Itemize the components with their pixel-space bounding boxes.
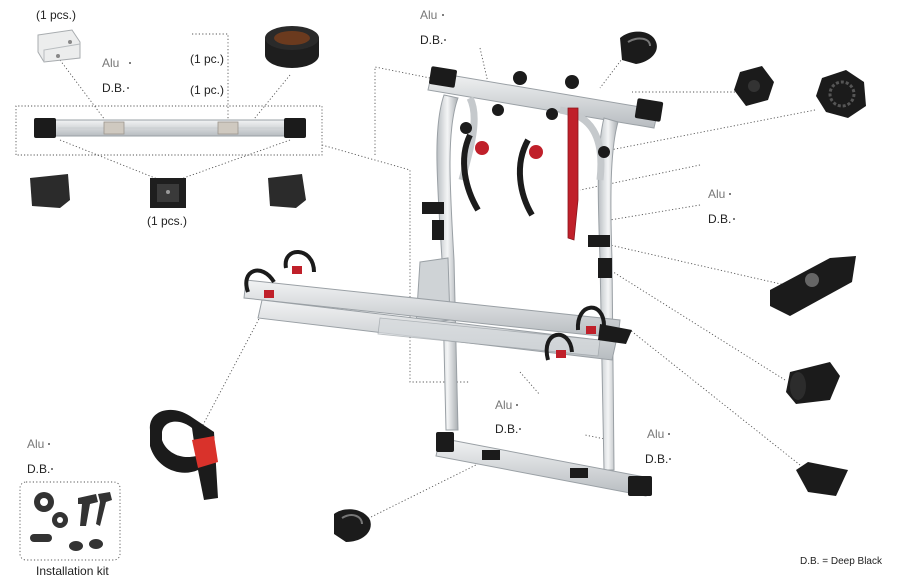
foot-cap-icon bbox=[796, 462, 848, 496]
end-plug-icon bbox=[786, 362, 840, 404]
mounting-plate-icon bbox=[150, 178, 186, 208]
end-cap-right-icon bbox=[268, 174, 306, 208]
mounting-bracket-icon bbox=[37, 29, 81, 63]
clamp-top-icon bbox=[620, 31, 657, 64]
wheel-strap-icon bbox=[149, 409, 218, 500]
label-alu-mid: Alu bbox=[495, 398, 512, 412]
knob-icon bbox=[734, 66, 774, 106]
legend-deep-black: D.B. = Deep Black bbox=[800, 556, 883, 567]
label-alu-top-center: Alu bbox=[420, 8, 437, 22]
label-alu-top-left: Alu bbox=[102, 56, 119, 70]
label-db-bottom-right: D.B. bbox=[645, 452, 668, 466]
label-alu-right: Alu bbox=[708, 187, 725, 201]
label-installation-kit: Installation kit bbox=[36, 564, 109, 577]
label-dots bbox=[48, 14, 735, 470]
rubber-ring-icon bbox=[265, 26, 319, 68]
bottom-clamp-icon bbox=[334, 509, 371, 542]
label-db-top-center: D.B. bbox=[420, 33, 443, 47]
label-qty-rail-1: (1 pc.) bbox=[190, 52, 224, 66]
label-db-top-left: D.B. bbox=[102, 81, 125, 95]
label-qty-plate: (1 pcs.) bbox=[147, 214, 187, 228]
label-db-kit: D.B. bbox=[27, 462, 50, 476]
label-db-mid: D.B. bbox=[495, 422, 518, 436]
end-cap-left-icon bbox=[30, 174, 70, 208]
leader-lines bbox=[15, 33, 816, 521]
top-rail-icon bbox=[34, 118, 306, 138]
gear-knob-icon bbox=[816, 70, 866, 118]
cradle-icon bbox=[770, 256, 856, 316]
label-db-right: D.B. bbox=[708, 212, 731, 226]
label-qty-rail-2: (1 pc.) bbox=[190, 83, 224, 97]
installation-kit-icon bbox=[19, 481, 121, 561]
label-alu-kit: Alu bbox=[27, 437, 44, 451]
rack-frame-icon bbox=[415, 66, 664, 497]
wheel-rails-icon bbox=[243, 250, 632, 361]
label-alu-bottom-right: Alu bbox=[647, 427, 664, 441]
label-qty-bracket: (1 pcs.) bbox=[36, 8, 76, 22]
